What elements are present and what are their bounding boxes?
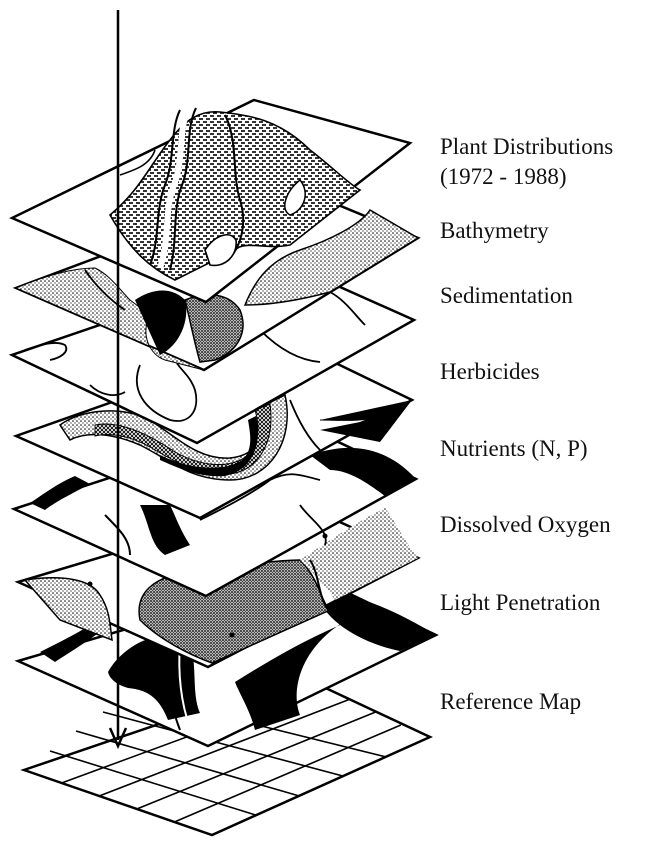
label-herbicides: Herbicides — [440, 357, 540, 387]
label-light-penetration: Light Penetration — [440, 588, 600, 618]
label-plant-years: (1972 - 1988) — [440, 162, 566, 192]
label-dissolved-oxygen: Dissolved Oxygen — [440, 510, 611, 540]
label-bathymetry: Bathymetry — [440, 216, 549, 246]
label-reference-map: Reference Map — [440, 687, 581, 717]
label-nutrients: Nutrients (N, P) — [440, 434, 588, 464]
label-sedimentation: Sedimentation — [440, 281, 573, 311]
label-plant-distributions: Plant Distributions — [440, 132, 613, 162]
